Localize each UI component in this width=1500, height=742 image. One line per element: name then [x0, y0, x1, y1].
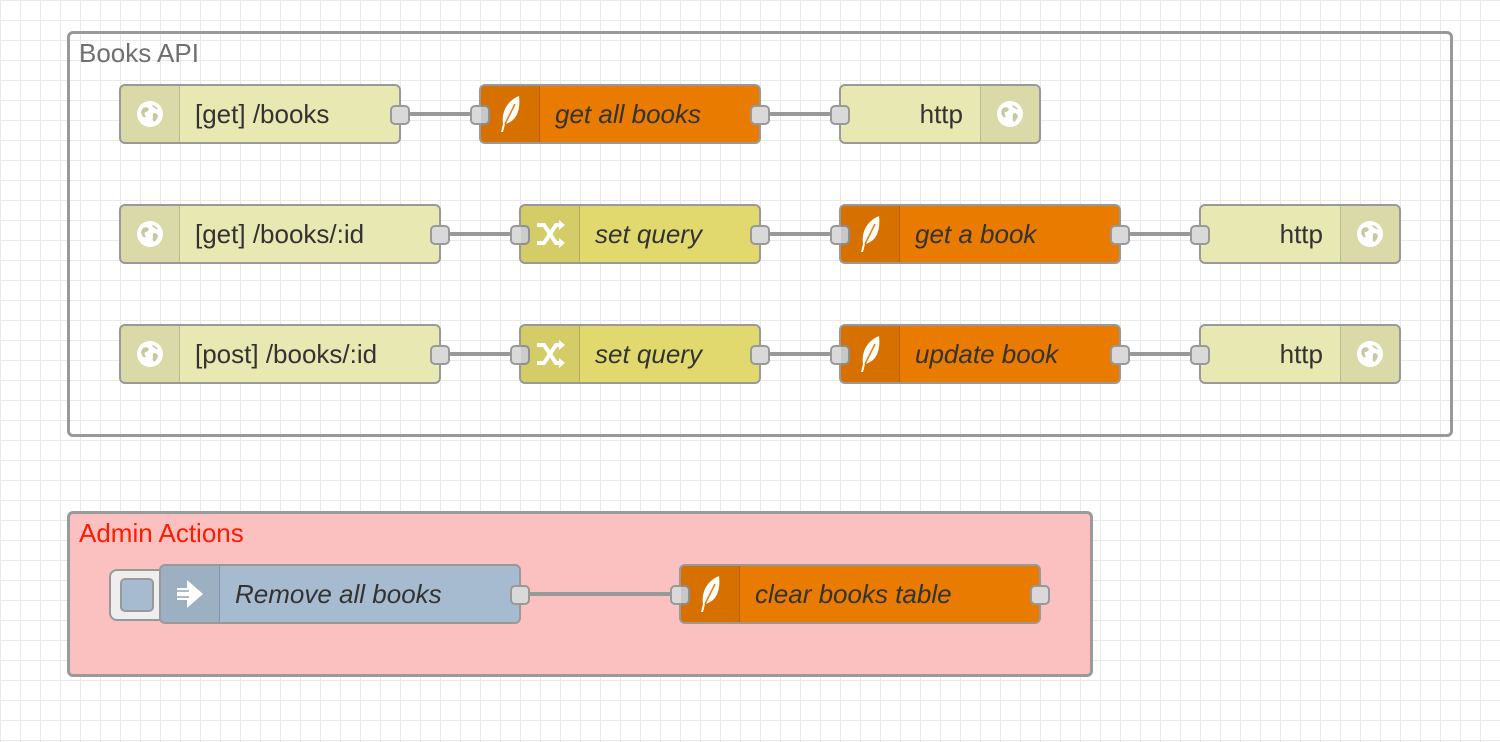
input-port[interactable]: [510, 345, 530, 365]
group-label: Books API: [79, 38, 199, 68]
group-label: Admin Actions: [79, 518, 244, 548]
node-http-in-post-book[interactable]: [post] /books/:id: [119, 324, 450, 384]
node-update-book[interactable]: update book: [830, 324, 1130, 384]
feather-icon: [681, 566, 740, 622]
node-set-query-1[interactable]: set query: [510, 204, 770, 264]
input-port[interactable]: [470, 105, 490, 125]
input-port[interactable]: [670, 585, 690, 605]
feather-icon: [841, 326, 900, 382]
output-port[interactable]: [750, 105, 770, 125]
output-port[interactable]: [750, 345, 770, 365]
output-port[interactable]: [390, 105, 410, 125]
input-port[interactable]: [830, 105, 850, 125]
node-label: set query: [595, 338, 702, 369]
node-http-in-books[interactable]: [get] /books: [119, 84, 410, 144]
globe-icon: [980, 86, 1039, 142]
node-label: get a book: [915, 218, 1037, 249]
node-label: clear books table: [755, 578, 952, 609]
node-label: update book: [915, 338, 1059, 369]
output-port[interactable]: [510, 585, 530, 605]
node-label: get all books: [555, 98, 701, 129]
node-label: [post] /books/:id: [195, 338, 378, 369]
output-port[interactable]: [1030, 585, 1050, 605]
globe-icon: [1340, 326, 1399, 382]
node-http-response-3[interactable]: http: [1190, 324, 1401, 384]
output-port[interactable]: [1110, 225, 1130, 245]
node-label: http: [1279, 218, 1323, 249]
inject-button-face: [120, 578, 154, 612]
input-port[interactable]: [830, 345, 850, 365]
node-http-response-2[interactable]: http: [1190, 204, 1401, 264]
group-books-api[interactable]: Books API: [67, 31, 1453, 437]
input-port[interactable]: [830, 225, 850, 245]
node-get-all-books[interactable]: get all books: [470, 84, 770, 144]
shuffle-icon: [521, 206, 580, 262]
feather-icon: [481, 86, 540, 142]
output-port[interactable]: [430, 345, 450, 365]
node-remove-all-books[interactable]: Remove all books: [159, 564, 530, 624]
node-label: Remove all books: [235, 578, 442, 609]
input-port[interactable]: [1190, 345, 1210, 365]
feather-icon: [841, 206, 900, 262]
output-port[interactable]: [750, 225, 770, 245]
node-label: [get] /books: [195, 98, 330, 129]
shuffle-icon: [521, 326, 580, 382]
output-port[interactable]: [430, 225, 450, 245]
node-label: http: [1279, 338, 1323, 369]
node-get-a-book[interactable]: get a book: [830, 204, 1130, 264]
node-clear-books-table[interactable]: clear books table: [670, 564, 1050, 624]
node-label: http: [919, 98, 963, 129]
globe-icon: [121, 326, 180, 382]
arrow-right-icon: [161, 566, 220, 622]
output-port[interactable]: [1110, 345, 1130, 365]
node-label: [get] /books/:id: [195, 218, 365, 249]
node-http-response-1[interactable]: http: [830, 84, 1041, 144]
globe-icon: [121, 86, 180, 142]
globe-icon: [121, 206, 180, 262]
node-http-in-book-id[interactable]: [get] /books/:id: [119, 204, 450, 264]
node-set-query-2[interactable]: set query: [510, 324, 770, 384]
input-port[interactable]: [510, 225, 530, 245]
globe-icon: [1340, 206, 1399, 262]
node-label: set query: [595, 218, 702, 249]
input-port[interactable]: [1190, 225, 1210, 245]
